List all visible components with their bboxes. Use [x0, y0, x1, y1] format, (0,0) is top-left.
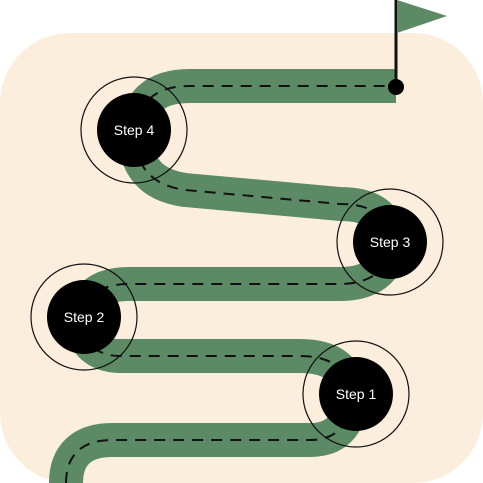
step-3-ring	[336, 188, 444, 296]
step-1-label: Step 1	[336, 386, 377, 402]
step-4-circle	[97, 93, 171, 167]
step-2-ring	[30, 263, 138, 371]
step-node-1: Step 1	[302, 340, 410, 448]
step-4-label: Step 4	[114, 122, 155, 138]
step-node-3: Step 3	[336, 188, 444, 296]
step-4-ring	[80, 76, 188, 184]
step-2-label: Step 2	[64, 309, 105, 325]
step-3-label: Step 3	[370, 234, 411, 250]
step-1-ring	[302, 340, 410, 448]
step-node-4: Step 4	[80, 76, 188, 184]
flag-icon	[388, 0, 447, 95]
step-2-circle	[47, 280, 121, 354]
step-1-circle	[319, 357, 393, 431]
step-3-circle	[353, 205, 427, 279]
step-node-2: Step 2	[30, 263, 138, 371]
